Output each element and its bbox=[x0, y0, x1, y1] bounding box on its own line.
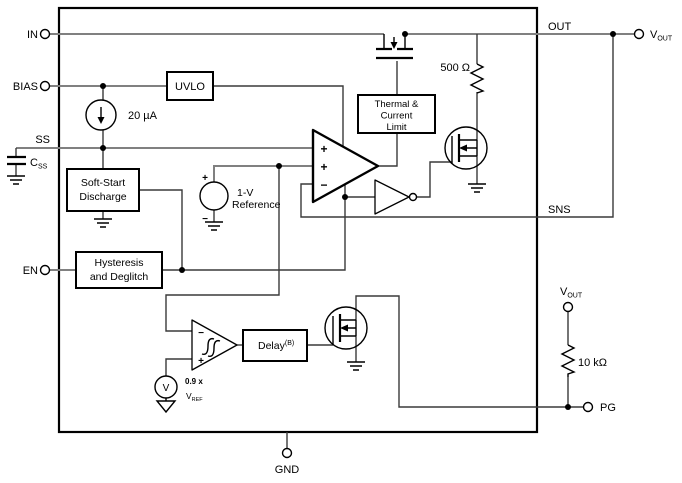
current-source-arrow-icon bbox=[97, 117, 105, 124]
softstart-discharge-block bbox=[66, 168, 140, 212]
discharge-resistor bbox=[469, 63, 485, 94]
uvlo-label: UVLO bbox=[175, 81, 205, 93]
junction-dot bbox=[565, 404, 571, 410]
junction-dot bbox=[610, 31, 616, 37]
comparator-minus-sign: − bbox=[198, 328, 204, 339]
softstart-output-wire bbox=[139, 189, 183, 270]
pg-pin-label: PG bbox=[600, 402, 616, 414]
sns-feedback-wire bbox=[300, 34, 614, 218]
gnd-pin-label: GND bbox=[275, 464, 300, 476]
thermal-current-limit-block bbox=[357, 94, 436, 134]
thermal-label-2: Current bbox=[381, 111, 413, 122]
vref-threshold-source bbox=[154, 375, 178, 414]
delay-label-main: Delay bbox=[258, 340, 286, 352]
uvlo-block bbox=[166, 71, 214, 101]
amp-plus2-sign: + bbox=[320, 160, 327, 174]
discharge-fet-arrow-icon bbox=[459, 144, 467, 152]
ground-symbol bbox=[94, 218, 112, 228]
pg-pullup-resistor bbox=[560, 344, 576, 377]
junction-dot bbox=[100, 145, 106, 151]
current-source bbox=[85, 99, 117, 131]
bias-pin-label: BIAS bbox=[13, 81, 38, 93]
reference-minus-sign: − bbox=[202, 214, 208, 225]
thermal-label-1: Thermal & bbox=[375, 99, 419, 110]
junction-dot bbox=[100, 83, 106, 89]
pg-drain-wire bbox=[355, 295, 583, 408]
ground-symbol bbox=[468, 183, 486, 193]
vout-label-v: V bbox=[650, 29, 658, 41]
reference-source bbox=[199, 181, 229, 211]
enable-wire bbox=[162, 184, 346, 271]
in-terminal bbox=[39, 28, 51, 40]
current-source-label: 20 µA bbox=[128, 110, 158, 122]
vout-pullup-label-v: V bbox=[560, 286, 568, 298]
pg-pullup-resistor-label: 10 kΩ bbox=[578, 357, 607, 369]
inverter-bubble bbox=[408, 192, 418, 202]
junction-dot bbox=[342, 194, 348, 200]
amp-output-wire bbox=[378, 61, 398, 167]
open-ground-icon bbox=[155, 400, 177, 414]
en-terminal bbox=[39, 264, 51, 276]
v-source-label: V bbox=[163, 383, 170, 394]
hysteresis-glyph-icon bbox=[201, 337, 221, 358]
en-pin-label: EN bbox=[23, 265, 38, 277]
junction-dot bbox=[402, 31, 408, 37]
inverter bbox=[374, 179, 418, 215]
vout-label: VOUT bbox=[650, 29, 673, 43]
error-amplifier bbox=[311, 128, 380, 204]
css-label-sub: SS bbox=[38, 164, 48, 171]
discharge-resistor-label: 500 Ω bbox=[440, 62, 470, 74]
amp-minus-sign: − bbox=[320, 178, 327, 192]
delay-label-sup: (B) bbox=[285, 340, 294, 347]
gnd-terminal bbox=[281, 447, 293, 459]
ground-symbol bbox=[205, 221, 223, 231]
bias-terminal bbox=[39, 80, 51, 92]
reference-label-1: 1-V bbox=[237, 187, 253, 199]
ground-symbol bbox=[7, 175, 25, 185]
pg-terminal bbox=[582, 401, 594, 413]
softstart-label-1: Soft-Start bbox=[81, 177, 125, 189]
hysteresis-deglitch-block bbox=[75, 251, 163, 289]
softstart-label-2: Discharge bbox=[79, 191, 126, 203]
pg-threshold-label-2: VREF bbox=[186, 391, 203, 403]
css-label: CSS bbox=[30, 157, 48, 171]
pg-fet bbox=[324, 306, 368, 350]
vout-pullup-label-sub: OUT bbox=[567, 293, 583, 300]
junction-dot bbox=[276, 163, 282, 169]
pg-fet-arrow-icon bbox=[340, 324, 348, 332]
vout-label-sub: OUT bbox=[657, 36, 673, 43]
thermal-label-3: Limit bbox=[386, 122, 406, 133]
css-capacitor bbox=[7, 148, 26, 176]
hysteresis-label-2: and Deglitch bbox=[90, 271, 149, 283]
out-pin-label: OUT bbox=[548, 21, 572, 33]
pg-threshold-label-1: 0.9 x bbox=[185, 377, 203, 386]
delay-block bbox=[242, 329, 308, 362]
pg-threshold-v: V bbox=[186, 391, 192, 401]
reference-plus-sign: + bbox=[202, 173, 208, 184]
comparator-minus-wire bbox=[165, 166, 280, 332]
sns-pin-label: SNS bbox=[548, 204, 571, 216]
pass-fet-arrow-icon bbox=[390, 42, 398, 49]
amp-plus1-sign: + bbox=[320, 142, 327, 156]
vout-pullup-terminal bbox=[562, 301, 574, 313]
comparator-plus-wire bbox=[165, 358, 192, 376]
in-pin-label: IN bbox=[27, 29, 38, 41]
discharge-fet bbox=[444, 126, 488, 170]
reference-label-2: Reference bbox=[232, 199, 281, 211]
css-label-c: C bbox=[30, 157, 38, 169]
inverter-output-wire bbox=[416, 161, 452, 198]
vout-terminal bbox=[633, 28, 645, 40]
ground-symbol bbox=[347, 361, 365, 371]
pg-threshold-sub: REF bbox=[192, 397, 204, 403]
vout-pullup-label: VOUT bbox=[560, 286, 583, 300]
uvlo-output-wire bbox=[213, 85, 344, 146]
delay-label: Delay(B) bbox=[258, 340, 294, 352]
pg-comparator bbox=[191, 319, 238, 371]
ss-pin-label: SS bbox=[35, 134, 50, 146]
hysteresis-label-1: Hysteresis bbox=[94, 257, 143, 269]
comparator-plus-sign: + bbox=[198, 356, 204, 367]
junction-dot bbox=[179, 267, 185, 273]
